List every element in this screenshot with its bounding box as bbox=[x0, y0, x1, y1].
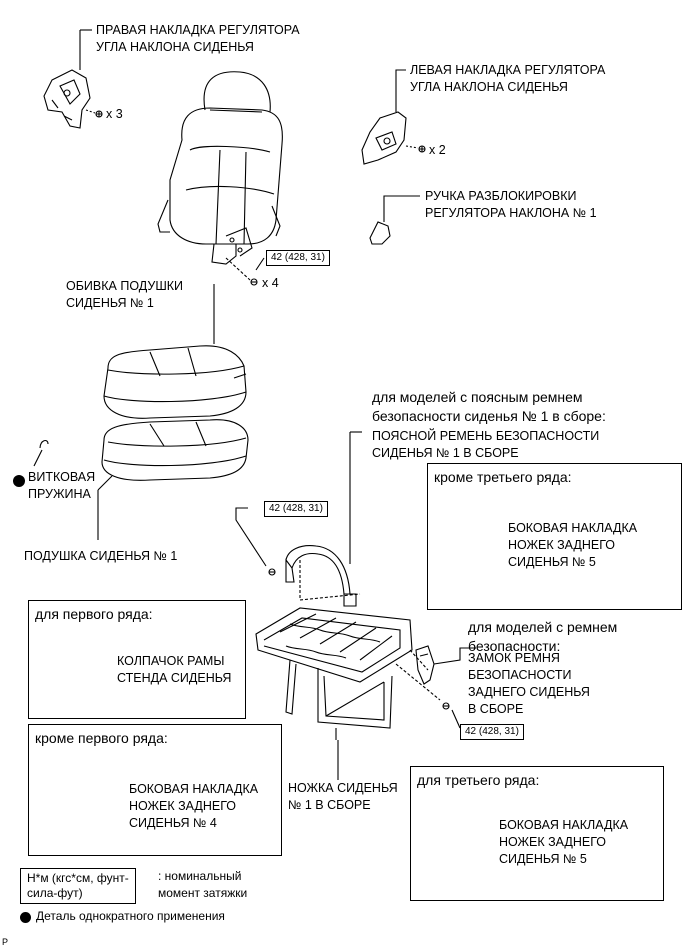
box-title: кроме третьего ряда: bbox=[434, 469, 572, 485]
frame-cap-label: КОЛПАЧОК РАМЫ СТЕНДА СИДЕНЬЯ bbox=[117, 654, 232, 685]
non-reusable-marker bbox=[13, 475, 25, 487]
right-recliner-cover-drawing bbox=[43, 29, 92, 129]
box-except-first-row: кроме первого ряда: БОКОВАЯ НАКЛАДКА НОЖ… bbox=[28, 724, 282, 856]
side-cover-no5-label: БОКОВАЯ НАКЛАДКА НОЖЕК ЗАДНЕГО СИДЕНЬЯ №… bbox=[508, 521, 638, 569]
lap-belt-label: ПОЯСНОЙ РЕМЕНЬ БЕЗОПАСНОСТИ СИДЕНЬЯ № 1 … bbox=[372, 429, 600, 460]
buckle-condition-header: для моделей с ремнем безопасности: bbox=[468, 619, 618, 654]
corner-mark: P bbox=[2, 937, 9, 947]
seat-cushion-drawing bbox=[97, 419, 249, 540]
hog-ring-drawing bbox=[33, 439, 49, 467]
buckle-bolt-icon bbox=[442, 702, 461, 729]
box-title: для третьего ряда: bbox=[417, 772, 540, 788]
right-screw-qty: x 3 bbox=[106, 107, 123, 121]
torque-box-seatback: 42 (428, 31) bbox=[266, 250, 330, 266]
left-recliner-cover-label: ЛЕВАЯ НАКЛАДКА РЕГУЛЯТОРА УГЛА НАКЛОНА С… bbox=[410, 63, 606, 94]
lap-belt-drawing bbox=[285, 431, 362, 607]
box-title: для первого ряда: bbox=[35, 606, 153, 622]
cushion-cover-label: ОБИВКА ПОДУШКИ СИДЕНЬЯ № 1 bbox=[66, 279, 184, 310]
torque-unit-legend: Н*м (кгс*см, фунт- сила-фут) bbox=[20, 868, 136, 904]
belt-bolt-icon bbox=[235, 507, 276, 576]
release-handle-label: РУЧКА РАЗБЛОКИРОВКИ РЕГУЛЯТОРА НАКЛОНА №… bbox=[425, 189, 597, 220]
torque-description: : номинальный момент затяжки bbox=[158, 869, 248, 900]
box-third-row: для третьего ряда: БОКОВАЯ НАКЛАДКА НОЖЕ… bbox=[410, 766, 664, 901]
box-except-third-row: кроме третьего ряда: БОКОВАЯ НАКЛАДКА НО… bbox=[427, 463, 682, 610]
bolt-icon bbox=[250, 278, 258, 286]
side-cover-no4-label: БОКОВАЯ НАКЛАДКА НОЖЕК ЗАДНЕГО СИДЕНЬЯ №… bbox=[129, 782, 259, 830]
bolt-qty: x 4 bbox=[262, 276, 279, 290]
left-screw-icon bbox=[405, 145, 426, 153]
seat-cushion-label: ПОДУШКА СИДЕНЬЯ № 1 bbox=[24, 549, 178, 563]
side-cover-no5-label: БОКОВАЯ НАКЛАДКА НОЖЕК ЗАДНЕГО СИДЕНЬЯ №… bbox=[499, 818, 629, 866]
lap-belt-condition-header: для моделей с поясным ремнем безопасност… bbox=[372, 389, 606, 424]
box-first-row: для первого ряда: КОЛПАЧОК РАМЫ СТЕНДА С… bbox=[28, 600, 246, 719]
left-recliner-cover-drawing bbox=[361, 69, 407, 165]
left-screw-qty: x 2 bbox=[429, 143, 446, 157]
box-title: кроме первого ряда: bbox=[35, 730, 168, 746]
non-reusable-legend: Деталь однократного применения bbox=[36, 909, 225, 923]
torque-leader bbox=[255, 257, 265, 271]
seat-leg-frame-drawing bbox=[255, 560, 441, 780]
torque-box-belt: 42 (428, 31) bbox=[264, 501, 328, 517]
release-handle-drawing bbox=[369, 195, 420, 245]
torque-box-buckle: 42 (428, 31) bbox=[460, 724, 524, 740]
seatback-drawing bbox=[157, 71, 283, 281]
cushion-cover-drawing bbox=[103, 284, 247, 419]
right-recliner-cover-label: ПРАВАЯ НАКЛАДКА РЕГУЛЯТОРА УГЛА НАКЛОНА … bbox=[96, 23, 300, 54]
seat-leg-label: НОЖКА СИДЕНЬЯ № 1 В СБОРЕ bbox=[288, 781, 398, 812]
buckle-label: ЗАМОК РЕМНЯ БЕЗОПАСНОСТИ ЗАДНЕГО СИДЕНЬЯ… bbox=[468, 651, 590, 716]
buckle-drawing bbox=[415, 645, 476, 685]
non-reusable-legend-icon bbox=[20, 912, 31, 923]
right-screw-icon bbox=[85, 109, 103, 118]
hog-ring-label: ВИТКОВАЯ ПРУЖИНА bbox=[28, 470, 96, 501]
